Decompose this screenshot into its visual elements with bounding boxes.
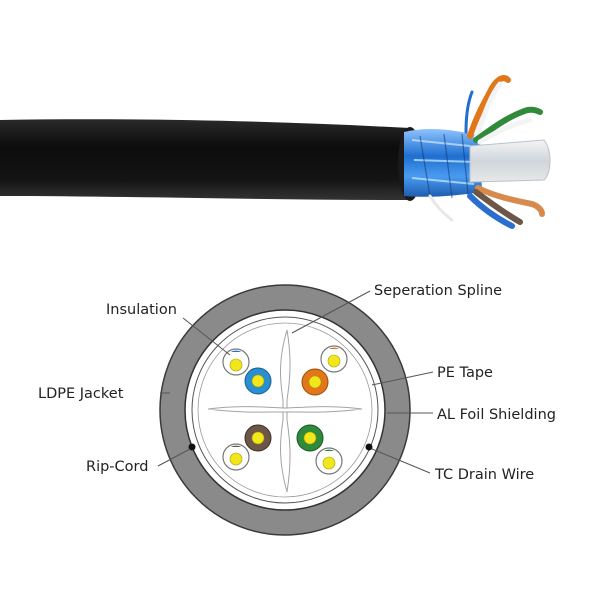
separation-spline-cross (207, 329, 363, 493)
leader-lines (157, 290, 434, 474)
cross-section (159, 284, 411, 536)
label-tc-drain-wire: TC Drain Wire (434, 467, 534, 483)
label-rip-cord: Rip-Cord (86, 459, 148, 475)
leader-pe-tape (371, 371, 434, 386)
label-insulation: Insulation (106, 302, 177, 318)
label-ldpe-jacket: LDPE Jacket (38, 386, 124, 402)
pair-blue (222, 348, 272, 395)
leader-tc-drain-wire (371, 448, 431, 474)
label-al-foil-shielding: AL Foil Shielding (437, 407, 556, 423)
cable-jacket (0, 119, 422, 201)
leader-insulation (182, 317, 231, 356)
cable-photo (0, 75, 551, 231)
label-pe-tape: PE Tape (437, 365, 493, 381)
rip-cord-dot (188, 443, 196, 451)
cable-spline (469, 139, 551, 183)
label-separation-spline: Seperation Spline (374, 283, 502, 299)
cable-foil-shield (404, 129, 482, 199)
leader-separation-spline (291, 290, 371, 334)
pair-orange (301, 345, 348, 396)
cable-twisted-pairs (428, 75, 545, 231)
pair-brown (222, 424, 272, 471)
tc-drain-wire-dot (365, 443, 373, 451)
pe-tape-ring (191, 316, 379, 504)
leader-rip-cord (157, 448, 191, 467)
pair-green (296, 424, 343, 475)
